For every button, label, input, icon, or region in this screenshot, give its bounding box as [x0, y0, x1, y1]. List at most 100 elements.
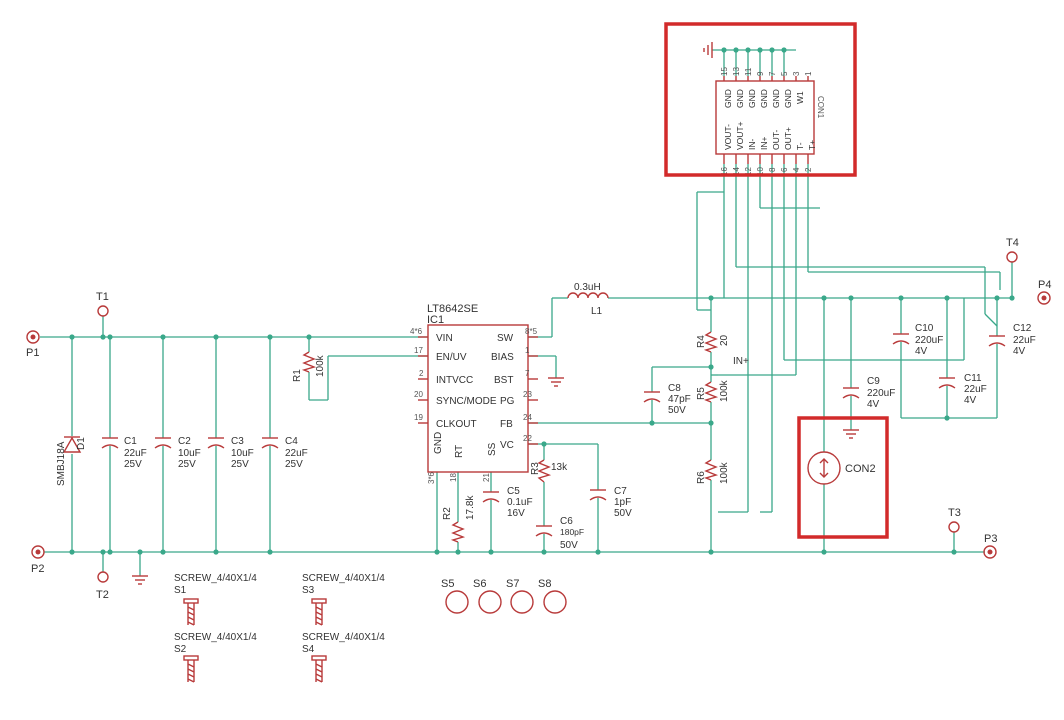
svg-text:SCREW_4/40X1/4: SCREW_4/40X1/4 [174, 573, 257, 584]
svg-text:GND: GND [735, 89, 745, 108]
resistor-r2[interactable]: R2 17.8k [442, 495, 476, 543]
svg-text:3: 3 [792, 71, 801, 76]
svg-text:220uF: 220uF [915, 335, 943, 346]
port-p3[interactable]: P3 [983, 533, 997, 559]
svg-text:21: 21 [482, 473, 491, 482]
port-p1[interactable]: P1 [26, 330, 40, 359]
capacitor-c4[interactable]: C4 22uF 25V [261, 436, 308, 470]
capacitor-c10[interactable]: C10 220uF 4V [892, 323, 943, 357]
capacitor-c11[interactable]: C11 22uF 4V [938, 373, 987, 406]
testpoint-t2[interactable]: T2 [96, 571, 109, 601]
resistor-r4[interactable]: R4 20 [696, 331, 730, 353]
svg-text:VIN: VIN [436, 333, 453, 344]
svg-text:C4: C4 [285, 436, 298, 447]
svg-text:P2: P2 [31, 563, 44, 575]
svg-text:T3: T3 [948, 507, 961, 519]
svg-text:5: 5 [780, 71, 789, 76]
standoff-s8[interactable]: S8 [538, 578, 567, 614]
svg-text:GND: GND [433, 432, 444, 454]
svg-text:10: 10 [756, 167, 765, 176]
svg-text:INTVCC: INTVCC [436, 375, 473, 386]
svg-text:FB: FB [500, 419, 513, 430]
svg-text:12: 12 [744, 167, 753, 176]
screw-s2[interactable]: SCREW_4/40X1/4 S2 [174, 632, 257, 683]
capacitor-c9[interactable]: C9 220uF 4V [842, 376, 895, 410]
svg-text:17: 17 [414, 346, 423, 355]
capacitor-c3[interactable]: C3 10uF 25V [207, 436, 254, 470]
svg-text:10uF: 10uF [178, 448, 201, 459]
svg-text:R3: R3 [530, 462, 541, 475]
svg-text:BST: BST [494, 375, 513, 386]
svg-text:24: 24 [523, 413, 532, 422]
standoff-s6[interactable]: S6 [473, 578, 502, 614]
capacitor-c7[interactable]: C7 1pF 50V [589, 486, 632, 519]
svg-text:T4: T4 [1006, 237, 1019, 249]
svg-text:9: 9 [756, 71, 765, 76]
svg-text:18: 18 [449, 473, 458, 482]
svg-text:C7: C7 [614, 486, 627, 497]
svg-text:22uF: 22uF [964, 384, 987, 395]
svg-text:C12: C12 [1013, 323, 1032, 334]
svg-text:4V: 4V [915, 346, 928, 357]
svg-text:CON1: CON1 [816, 96, 825, 119]
resistor-r5[interactable]: R5 100k [696, 379, 730, 403]
svg-text:C2: C2 [178, 436, 191, 447]
testpoint-t1[interactable]: T1 [96, 291, 109, 317]
svg-text:W1: W1 [795, 91, 805, 104]
capacitor-c6[interactable]: C6 180pF 50V [535, 516, 584, 551]
svg-text:SW: SW [497, 333, 514, 344]
svg-text:S1: S1 [174, 585, 187, 596]
svg-text:S8: S8 [538, 578, 551, 590]
svg-text:T1: T1 [96, 291, 109, 303]
resistor-r3[interactable]: R3 13k [530, 459, 568, 483]
svg-text:C11: C11 [964, 373, 982, 384]
svg-text:100k: 100k [719, 379, 730, 402]
svg-text:LT8642SE: LT8642SE [427, 303, 478, 315]
standoff-s7[interactable]: S7 [506, 578, 534, 614]
svg-text:C3: C3 [231, 436, 244, 447]
svg-text:4V: 4V [867, 399, 880, 410]
svg-text:20: 20 [414, 390, 423, 399]
connector-con1[interactable]: CON1 15 13 11 9 7 5 3 1 GND GND GND GND … [715, 67, 825, 176]
resistor-r1[interactable]: R1 100k [292, 351, 326, 382]
svg-text:19: 19 [414, 413, 423, 422]
svg-text:CON2: CON2 [845, 463, 876, 475]
screw-s1[interactable]: SCREW_4/40X1/4 S1 [174, 573, 257, 626]
svg-text:S3: S3 [302, 585, 315, 596]
svg-text:T+: T+ [807, 140, 817, 150]
port-p4[interactable]: P4 [1037, 279, 1051, 305]
ic-lt8642se[interactable]: LT8642SE IC1 4*6 VIN 17 EN/UV 2 INTVCC 2… [410, 303, 538, 484]
svg-text:22uF: 22uF [124, 448, 147, 459]
svg-text:VOUT-: VOUT- [723, 124, 733, 150]
svg-text:4*6: 4*6 [410, 327, 423, 336]
svg-text:S2: S2 [174, 644, 187, 655]
svg-text:C10: C10 [915, 323, 934, 334]
connector-con2[interactable]: CON2 [807, 451, 876, 485]
svg-text:100k: 100k [315, 354, 326, 377]
capacitor-c2[interactable]: C2 10uF 25V [154, 436, 201, 470]
wires [40, 49, 1013, 576]
inductor-l1[interactable]: 0.3uH L1 [567, 282, 609, 317]
screw-s3[interactable]: SCREW_4/40X1/4 S3 [302, 573, 385, 626]
standoff-s5[interactable]: S5 [441, 578, 469, 614]
svg-text:SYNC/MODE: SYNC/MODE [436, 396, 497, 407]
svg-text:CLKOUT: CLKOUT [436, 419, 477, 430]
svg-text:16V: 16V [507, 508, 525, 519]
capacitor-c12[interactable]: C12 22uF 4V [988, 323, 1036, 357]
capacitor-c5[interactable]: C5 0.1uF 16V [482, 486, 533, 519]
testpoint-t4[interactable]: T4 [1006, 237, 1019, 263]
port-p2[interactable]: P2 [31, 545, 45, 575]
svg-text:RT: RT [454, 445, 465, 458]
diode-d1[interactable]: D1 SMBJ18A [56, 436, 87, 486]
svg-text:4V: 4V [964, 395, 977, 406]
svg-text:25V: 25V [231, 459, 249, 470]
screw-s4[interactable]: SCREW_4/40X1/4 S4 [302, 632, 385, 683]
svg-text:GND: GND [747, 89, 757, 108]
capacitor-c1[interactable]: C1 22uF 25V [101, 436, 147, 470]
capacitor-c8[interactable]: C8 47pF 50V [643, 383, 691, 416]
resistor-r6[interactable]: R6 100k [696, 459, 730, 484]
testpoint-t3[interactable]: T3 [948, 507, 961, 533]
svg-text:GND: GND [783, 89, 793, 108]
svg-text:22uF: 22uF [1013, 335, 1036, 346]
